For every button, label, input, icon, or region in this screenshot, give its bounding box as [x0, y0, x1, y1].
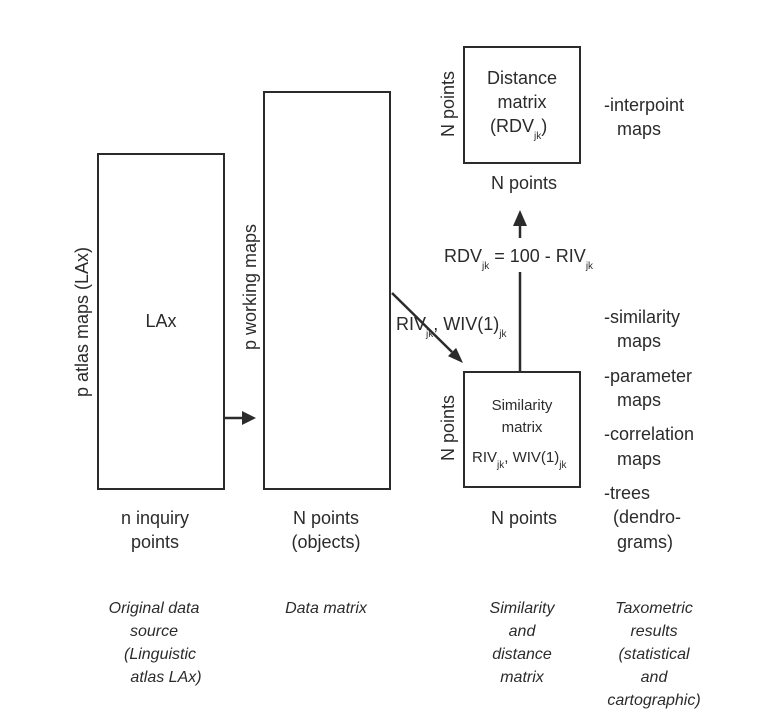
- similarity-matrix-box: [463, 371, 581, 488]
- result-interpoint: -interpoint: [604, 95, 684, 115]
- caption-similarity-line3: distance: [492, 646, 552, 663]
- caption-taxometric-line2: results: [630, 623, 677, 640]
- n-inquiry-label-line2: points: [131, 532, 179, 552]
- result-trees: -trees: [604, 483, 650, 503]
- result-interpoint-maps: maps: [617, 119, 661, 139]
- n-points-objects-line1: N points: [293, 508, 359, 528]
- result-similarity: -similarity: [604, 307, 680, 327]
- distance-n-points-bottom: N points: [491, 173, 557, 193]
- caption-original-line3: (Linguistic: [124, 646, 196, 663]
- similarity-matrix-title-line2: matrix: [502, 419, 543, 436]
- caption-taxometric-line3: (statistical: [618, 646, 690, 663]
- distance-n-points-side: N points: [438, 71, 458, 137]
- similarity-matrix-content: RIVjk, WIV(1)jk: [472, 449, 567, 471]
- lax-box-label: LAx: [145, 311, 176, 331]
- p-working-maps-label: p working maps: [240, 224, 260, 350]
- n-points-objects-line2: (objects): [291, 532, 360, 552]
- caption-similarity-line4: matrix: [500, 669, 545, 686]
- caption-original-line2: source: [130, 623, 178, 640]
- similarity-n-points-bottom: N points: [491, 508, 557, 528]
- n-inquiry-label-line1: n inquiry: [121, 508, 189, 528]
- distance-matrix-content: (RDVjk): [490, 116, 547, 142]
- caption-similarity-line2: and: [509, 623, 537, 640]
- arrow-head-similarity-to-distance: [513, 210, 527, 226]
- arrow-head-lax-to-data-matrix: [242, 411, 256, 425]
- data-matrix-box: [263, 91, 391, 490]
- distance-matrix-title-line1: Distance: [487, 68, 557, 88]
- result-similarity-maps: maps: [617, 331, 661, 351]
- caption-similarity-line1: Similarity: [490, 600, 556, 617]
- p-atlas-maps-label: p atlas maps (LAx): [72, 247, 92, 397]
- caption-taxometric-line1: Taxometric: [615, 600, 693, 617]
- caption-original-line4: atlas LAx): [130, 669, 201, 686]
- result-parameter: -parameter: [604, 366, 692, 386]
- distance-matrix-title-line2: matrix: [498, 92, 547, 112]
- caption-original-line1: Original data: [109, 600, 200, 617]
- caption-taxometric-line5: cartographic): [607, 692, 700, 709]
- riv-wiv-link-label: RIVjk, WIV(1)jk: [396, 314, 507, 340]
- arrow-head-data-to-similarity: [448, 347, 463, 363]
- result-parameter-maps: maps: [617, 390, 661, 410]
- result-dendro: (dendro-: [613, 507, 681, 527]
- arrow-data-to-similarity: [391, 292, 453, 353]
- caption-data-matrix: Data matrix: [285, 600, 368, 617]
- result-grams: grams): [617, 532, 673, 552]
- caption-taxometric-line4: and: [641, 669, 669, 686]
- result-correlation: -correlation: [604, 424, 694, 444]
- similarity-matrix-title-line1: Similarity: [492, 397, 553, 414]
- rdv-conversion-label: RDVjk = 100 - RIVjk: [444, 246, 594, 272]
- result-correlation-maps: maps: [617, 449, 661, 469]
- similarity-n-points-side: N points: [438, 395, 458, 461]
- lax-box: [97, 153, 225, 490]
- distance-matrix-box: [463, 46, 581, 164]
